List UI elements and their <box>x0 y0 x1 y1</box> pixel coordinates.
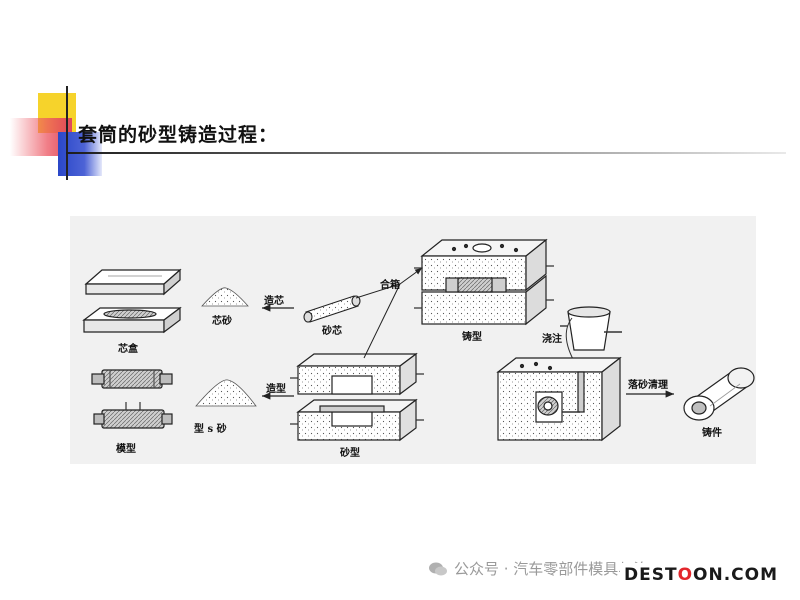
sand-casting-diagram: 芯盒 芯砂 造芯 砂芯 模型 型 s 砂 造型 砂型 合箱 铸型 浇注 落砂清理… <box>70 216 756 464</box>
label-mold-closing: 合箱 <box>380 280 400 291</box>
label-casting-mold: 铸型 <box>462 332 482 343</box>
label-core-making: 造芯 <box>264 296 284 307</box>
casting-mold-icon <box>414 238 554 326</box>
label-molding: 造型 <box>266 384 286 395</box>
title-underline <box>66 152 786 154</box>
pattern-bottom-icon <box>93 402 173 429</box>
core-box-top-icon <box>84 268 182 296</box>
site-brand-logo: DESTOON.COM <box>620 563 783 587</box>
label-core-box: 芯盒 <box>118 344 138 355</box>
decor-vertical-line <box>66 86 68 180</box>
casting-icon <box>683 367 755 421</box>
mold-closing-lines-icon <box>355 267 423 359</box>
label-pouring: 浇注 <box>542 334 562 345</box>
label-sand-mold: 砂型 <box>340 448 360 459</box>
pattern-top-icon <box>91 369 173 389</box>
ladle-icon <box>560 306 622 369</box>
label-shakeout-cleaning: 落砂清理 <box>628 380 668 391</box>
label-sand-core: 砂芯 <box>322 326 342 337</box>
watermark-text: 公众号 · 汽车零部件模具与治 <box>454 560 649 578</box>
diagram-drawing <box>82 238 755 442</box>
label-core-sand: 芯砂 <box>212 316 232 327</box>
slide-title: 套筒的砂型铸造过程： <box>78 124 279 146</box>
decor-blue-square <box>58 132 102 176</box>
label-casting: 铸件 <box>702 428 722 439</box>
core-box-bottom-icon <box>82 306 182 334</box>
label-molding-sand: 型 s 砂 <box>194 424 227 435</box>
sand-mold-icon <box>290 352 424 442</box>
label-pattern: 模型 <box>116 444 136 455</box>
pouring-mold-icon <box>496 356 622 442</box>
wechat-icon <box>429 562 447 576</box>
sand-core-icon <box>303 295 361 323</box>
molding-sand-pile-icon <box>195 379 257 407</box>
watermark: 公众号 · 汽车零部件模具与治 <box>428 558 648 579</box>
core-sand-pile-icon <box>201 287 249 307</box>
